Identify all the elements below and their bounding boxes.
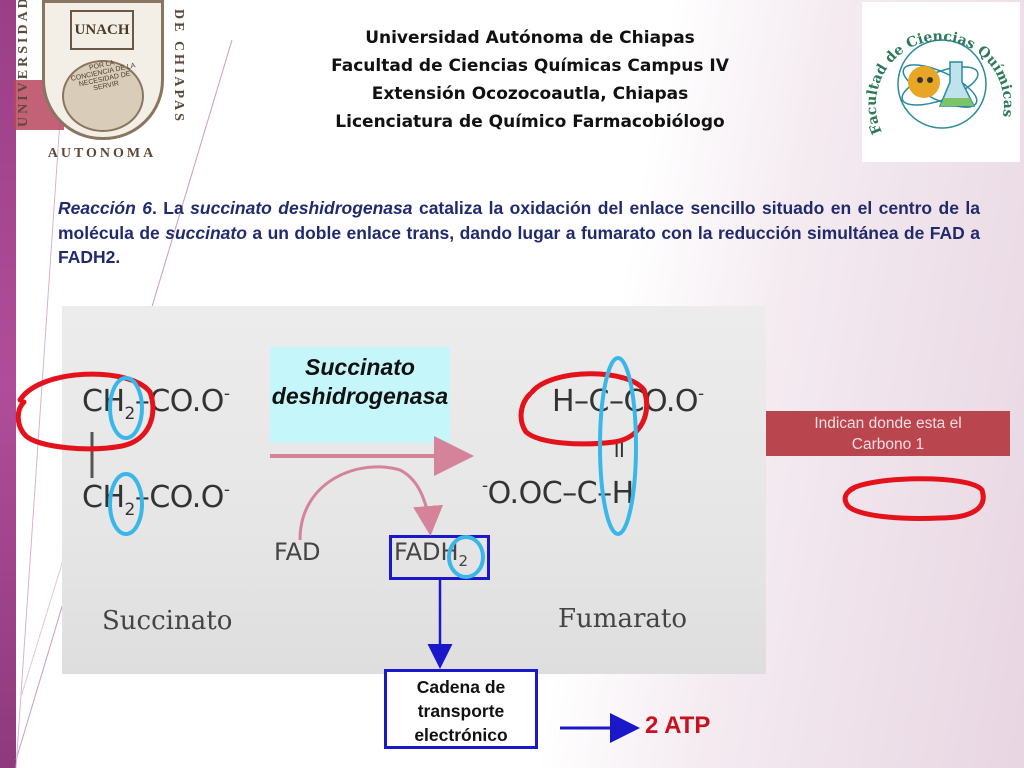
faculty-logo: Facultad de Ciencias Químicas Ocozocoaut… <box>856 0 1020 162</box>
para-text-2: cataliza la oxidación del enlace sencill… <box>58 198 981 243</box>
header-university: Universidad Autónoma de Chiapas <box>365 28 695 48</box>
fadh2-highlight-box <box>389 535 490 580</box>
atp-yield: 2 ATP <box>645 712 711 739</box>
reaction-description: Reacción 6. La succinato deshidrogenasa … <box>58 196 980 270</box>
enzyme-line-1: Succinato <box>305 354 415 380</box>
enzyme-box: Succinato deshidrogenasa <box>270 347 450 443</box>
slide-header: Universidad Autónoma de Chiapas Facultad… <box>270 24 790 136</box>
para-text-3: a un doble enlace trans, dando lugar a f… <box>58 222 981 268</box>
succinate-row-2: CH2–CO.O- <box>82 480 230 520</box>
note-line-2: Carbono 1 <box>851 436 925 453</box>
para-text-1: . La <box>152 198 191 218</box>
enzyme-name: succinato deshidrogenasa <box>190 198 413 218</box>
double-bond: ॥ <box>611 435 625 463</box>
fumarate-row-2: -O.OC–C–H <box>482 476 634 511</box>
chain-line-3: electrónico <box>414 725 508 745</box>
seal-left-text: UNIVERSIDAD <box>16 0 31 127</box>
reaction-label: Reacción 6 <box>58 198 152 218</box>
svg-text:Facultad de Ciencias Químicas: Facultad de Ciencias Químicas Ocozocoaut… <box>862 2 1016 137</box>
fumarate-row-1: H–C–CO.O- <box>552 384 704 419</box>
seal-abbr: UNACH <box>70 10 134 50</box>
enzyme-line-2: deshidrogenasa <box>271 383 449 409</box>
fumarate-label: Fumarato <box>558 604 687 634</box>
red-marker-legend <box>842 476 986 521</box>
chain-line-1: Cadena de <box>416 677 506 697</box>
header-extension: Extensión Ocozocoautla, Chiapas <box>371 84 689 104</box>
electron-transport-box: Cadena de transporte electrónico <box>384 669 538 749</box>
seal-bottom-text: AUTONOMA <box>47 146 157 161</box>
header-faculty: Facultad de Ciencias Químicas Campus IV <box>331 56 729 76</box>
succinate-row-1: CH2–CO.O- <box>82 384 230 424</box>
note-line-1: Indican donde esta el <box>814 415 962 432</box>
carbon-note-box: Indican donde esta el Carbono 1 <box>766 411 1010 456</box>
chain-line-2: transporte <box>417 701 505 721</box>
seal-emblem <box>62 60 144 132</box>
succinate-label: Succinato <box>102 606 233 636</box>
header-degree: Licenciatura de Químico Farmacobiólogo <box>335 112 725 132</box>
seal-right-text: DE CHIAPAS <box>171 9 186 124</box>
left-sidebar-bar <box>0 0 16 768</box>
substrate-name: succinato <box>165 222 247 243</box>
fad-label: FAD <box>274 538 321 566</box>
university-seal-logo: UNIVERSIDAD UNACH POR LA CONCIENCIA DE L… <box>14 0 186 165</box>
faculty-logo-text: Facultad de Ciencias Químicas Ocozocoaut… <box>856 0 1016 137</box>
